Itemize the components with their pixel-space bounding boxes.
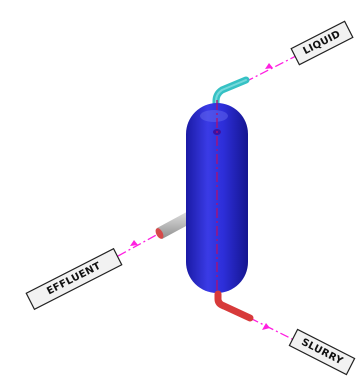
effluent-flow-line: [117, 232, 161, 257]
effluent-tag: EFFLUENT: [25, 247, 123, 311]
slurry-flow-line: [249, 317, 295, 341]
liquid-flow-line: [244, 55, 297, 83]
flow-arrow-icon: [262, 323, 270, 330]
flow-arrow-icon: [265, 63, 273, 69]
liquid-tag: LIQUID: [290, 20, 354, 66]
slurry-tag: SLURRY: [288, 328, 356, 376]
slurry-outlet-pipe: [214, 290, 254, 322]
flow-arrow-icon: [130, 240, 138, 246]
